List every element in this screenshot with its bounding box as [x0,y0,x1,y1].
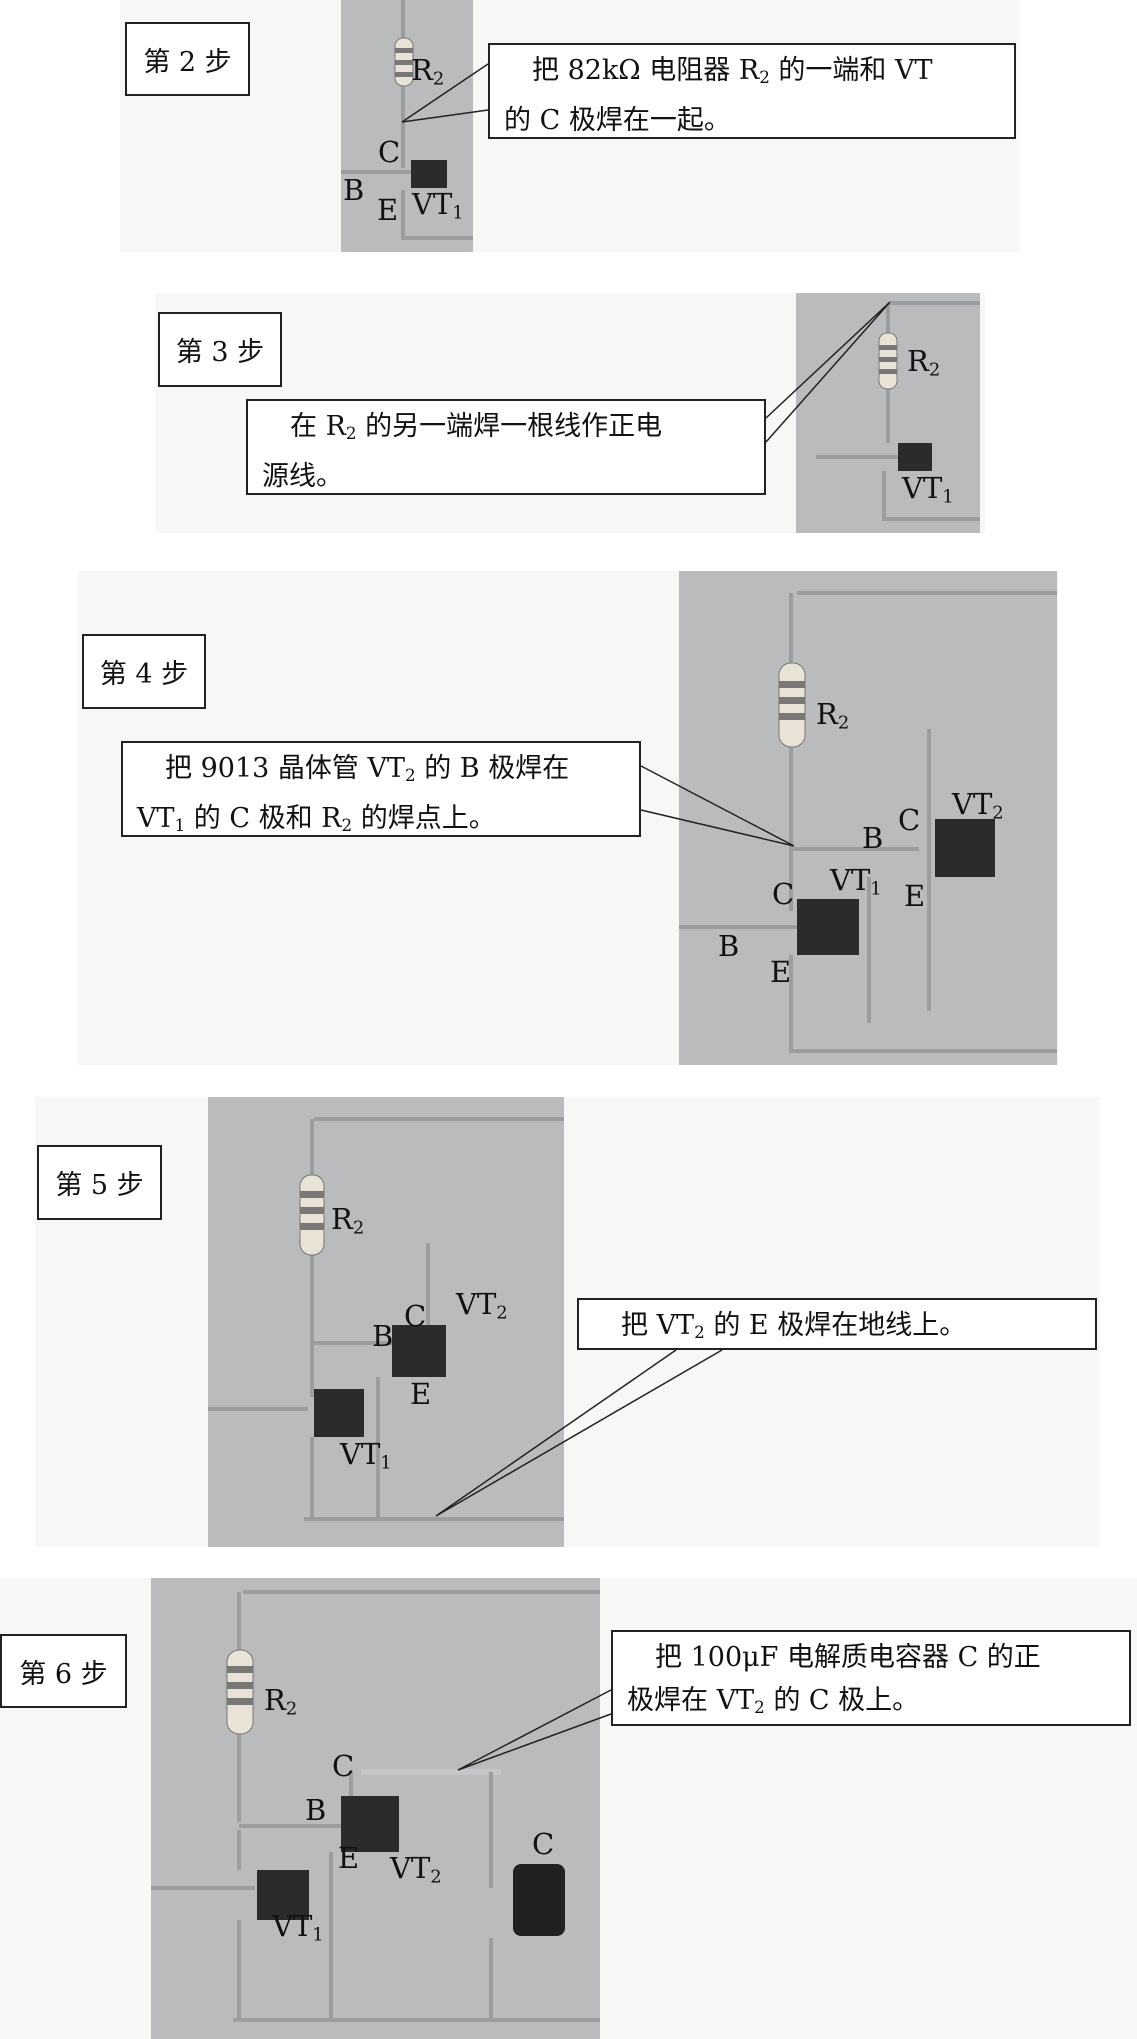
step-2-label-e: E [377,193,399,227]
step-6-label-b: B [305,1793,327,1827]
step-5-label-c: C [404,1299,427,1333]
step-4-title: 第 4 步 [82,634,206,709]
step-6-circuit-drawing [151,1590,600,2022]
step-6-label-capacitor: C [532,1827,555,1861]
step-4-label-b1: B [718,929,740,963]
step-2-label-vt1: VT1 [412,187,464,224]
step-6-label-c: C [332,1749,355,1783]
step-2-photo [341,0,473,252]
step-4-label-c1: C [772,877,795,911]
step-4-label-c2: C [898,803,921,837]
step-4-label-e2: E [904,879,926,913]
step-5-instruction: 把 VT2 的 E 极焊在地线上。 [577,1298,1097,1350]
step-6-label-r2: R2 [264,1683,298,1720]
step-4-label-r2: R2 [816,697,850,734]
step-5-title: 第 5 步 [37,1145,162,1220]
step-4-label-e1: E [770,955,792,989]
step-2-label-c: C [378,135,401,169]
step-3-label-r2: R2 [907,344,941,381]
step-5-label-r2: R2 [331,1202,365,1239]
step-4-label-vt2: VT2 [952,787,1004,824]
step-2-title: 第 2 步 [125,22,250,96]
step-6-label-vt2: VT2 [390,1851,442,1888]
step-6-label-e: E [338,1841,360,1875]
step-2-instruction: 把 82kΩ 电阻器 R2 的一端和 VT 的 C 极焊在一起。 [488,43,1016,139]
step-5-label-e: E [410,1377,432,1411]
step-6-instruction: 把 100μF 电解质电容器 C 的正 极焊在 VT2 的 C 极上。 [611,1630,1131,1726]
step-6-photo [151,1578,600,2039]
step-5-label-vt2: VT2 [456,1287,508,1324]
step-6-label-vt1: VT1 [272,1909,324,1946]
step-2-label-r2: R2 [411,53,445,90]
step-5-label-vt1: VT1 [340,1437,392,1474]
step-2-label-b: B [343,173,365,207]
step-5-circuit-drawing [208,1117,564,1521]
step-4-label-b2: B [862,821,884,855]
step-3-instruction: 在 R2 的另一端焊一根线作正电 源线。 [246,399,766,495]
step-4-circuit-drawing [679,591,1057,1053]
step-3-title: 第 3 步 [158,312,282,387]
step-5-label-b: B [372,1319,394,1353]
step-4-label-vt1: VT1 [830,863,882,900]
step-6-title: 第 6 步 [0,1634,127,1708]
step-4-instruction: 把 9013 晶体管 VT2 的 B 极焊在 VT1 的 C 极和 R2 的焊点… [121,741,641,837]
step-3-label-vt1: VT1 [902,471,954,508]
